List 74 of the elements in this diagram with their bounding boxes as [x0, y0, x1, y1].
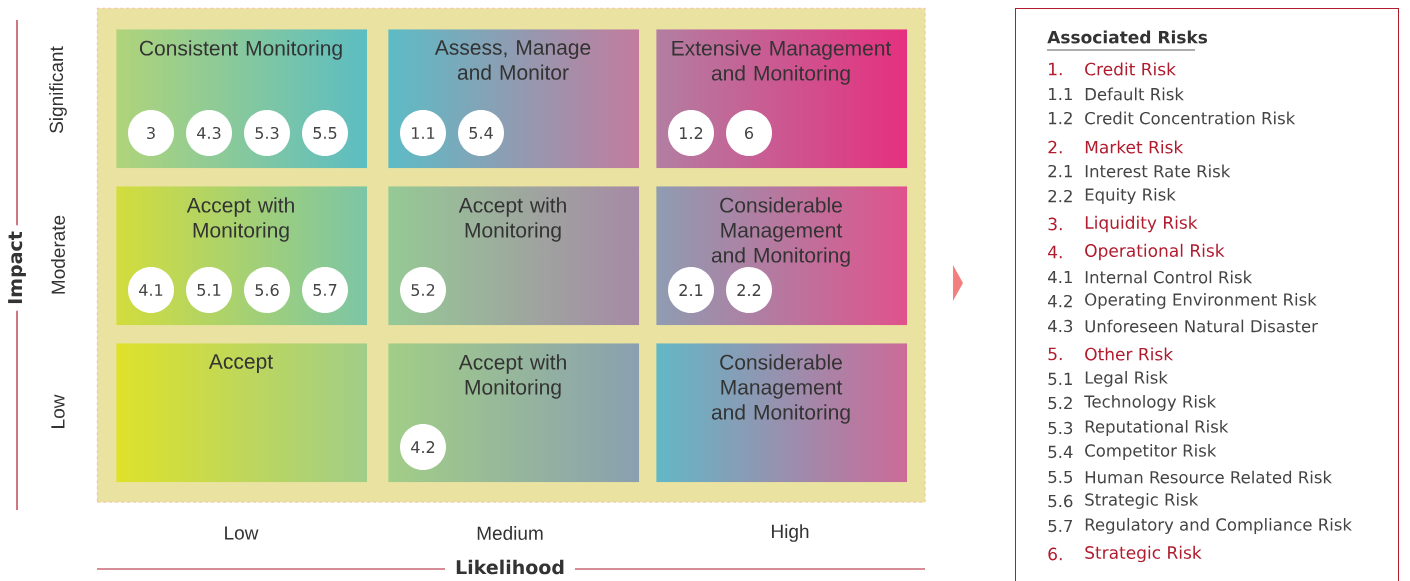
risk-name: Equity Risk [1085, 188, 1176, 204]
risk-name: Unforeseen Natural Disaster [1085, 319, 1318, 333]
risk-number: 3. [1048, 217, 1062, 231]
risk-bubble: 4.3 [186, 110, 232, 156]
risk-cell: Extensive Management and Monitoring [672, 40, 892, 85]
risk-number: 1. [1049, 62, 1062, 76]
axis-label: Moderate [51, 215, 65, 294]
risk-name: Reputational Risk [1085, 420, 1229, 436]
risk-number: 4.3 [1048, 319, 1073, 333]
risk-cell: Accept with Monitoring [186, 197, 294, 242]
risk-name: Strategic Risk [1085, 545, 1202, 563]
risk-number: 5.7 [1048, 519, 1073, 533]
risk-cell: Accept with Monitoring [458, 197, 566, 242]
risk-name: Interest Rate Risk [1085, 164, 1231, 178]
risk-bubble: 5.3 [244, 110, 290, 156]
risk-name: Other Risk [1085, 347, 1174, 361]
risk-name: Operational Risk [1085, 243, 1225, 261]
axis-label: Low [225, 526, 259, 540]
chevron-arrow [952, 265, 963, 301]
risk-name: Liquidity Risk [1085, 215, 1198, 233]
risk-name: Operating Environment Risk [1085, 293, 1317, 309]
risk-number: 4. [1048, 245, 1062, 259]
risk-number: 5.6 [1048, 494, 1073, 508]
risk-number: 5.4 [1048, 445, 1073, 459]
risk-number: 1.1 [1049, 88, 1072, 100]
risk-name: Internal Control Risk [1085, 270, 1253, 284]
risk-bubble: 6 [726, 110, 772, 156]
risk-bubble: 2.1 [668, 267, 714, 313]
risk-number: 6. [1048, 547, 1062, 561]
risk-number: 5.1 [1048, 372, 1072, 386]
risk-cell: Accept with Monitoring [458, 354, 566, 399]
risk-bubble: 4.1 [128, 267, 174, 313]
risk-cell: Consistent Monitoring [139, 40, 342, 60]
risk-number: 1.2 [1049, 111, 1072, 125]
risk-name: Competitor Risk [1085, 444, 1217, 460]
risk-bubble: 5.5 [302, 110, 348, 156]
risk-name: Legal Risk [1085, 371, 1168, 387]
risk-name: Technology Risk [1084, 395, 1217, 411]
risk-bubble: 5.4 [458, 110, 504, 156]
risk-number: 5.3 [1048, 421, 1073, 435]
risk-name: Market Risk [1085, 140, 1184, 154]
axis-label: Low [51, 394, 65, 428]
risk-cell: Considerable Management and Monitoring [711, 354, 850, 424]
axis-title: Impact [6, 225, 28, 311]
risk-number: 2.2 [1048, 189, 1072, 203]
risk-cell: Accept [208, 354, 273, 373]
risk-name: Default Risk [1085, 87, 1184, 101]
risk-bubble: 5.2 [400, 267, 446, 313]
risk-bubble: 3 [128, 110, 174, 156]
risk-number: 5.2 [1048, 396, 1072, 410]
risk-name: Credit Risk [1085, 62, 1176, 76]
risk-number: 2.1 [1048, 164, 1072, 178]
risk-bubble: 5.6 [244, 267, 290, 313]
risk-name: Strategic Risk [1085, 493, 1199, 509]
risk-cell: Considerable Management and Monitoring [711, 197, 850, 267]
risk-cell: Assess, Manage and Monitor [434, 40, 591, 80]
risk-bubble: 5.1 [186, 267, 232, 313]
risk-bubble: 2.2 [726, 267, 772, 313]
axis-label: High [772, 524, 809, 542]
risk-bubble: 5.7 [302, 267, 348, 313]
risk-name: Regulatory and Compliance Risk [1085, 518, 1352, 534]
axis-label: Medium [477, 526, 543, 540]
risk-bubble: 1.2 [668, 110, 714, 156]
risk-number: 4.1 [1048, 271, 1072, 283]
axis-label: Significant [49, 46, 67, 133]
risk-bubble: 1.1 [400, 110, 446, 156]
risk-number: 5.5 [1048, 470, 1072, 484]
risk-number: 4.2 [1048, 294, 1072, 308]
risk-name: Human Resource Related Risk [1085, 470, 1332, 484]
risk-bubble: 4.2 [400, 424, 446, 470]
risk-number: 5. [1048, 347, 1062, 361]
risk-number: 2. [1048, 140, 1062, 154]
axis-title: Likelihood [445, 557, 575, 577]
risk-name: Credit Concentration Risk [1085, 111, 1296, 125]
